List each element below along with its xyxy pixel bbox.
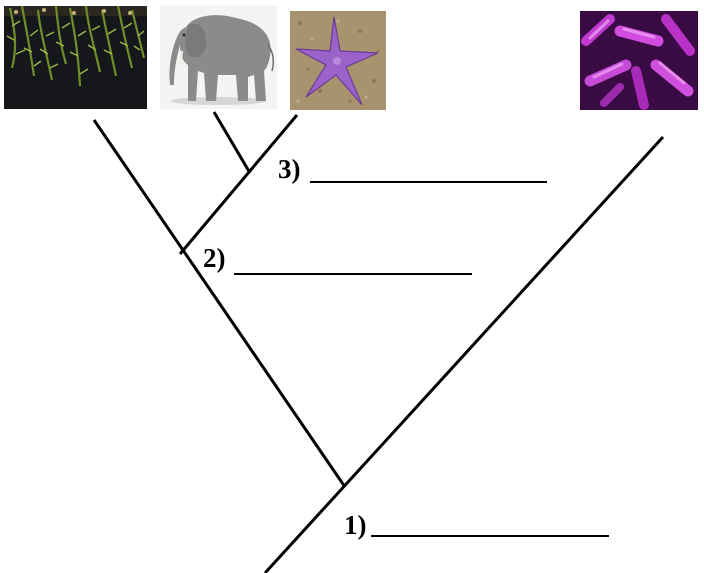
node-2-answer-blank[interactable] — [234, 273, 472, 275]
node-1-answer-blank[interactable] — [371, 535, 609, 537]
node-1-label: 1) — [344, 510, 367, 540]
bacteria-photo — [580, 11, 698, 110]
branch-elephant — [212, 111, 252, 174]
branch-plant — [92, 119, 347, 488]
plant-photo — [4, 6, 147, 109]
node-2-label: 2) — [203, 243, 226, 273]
node-3-label: 3) — [278, 154, 301, 184]
branch-starfish — [178, 114, 299, 255]
node-3-answer-blank[interactable] — [310, 181, 547, 183]
branch-bacteria-trunk — [263, 135, 665, 573]
elephant-photo — [160, 5, 277, 109]
starfish-photo — [290, 11, 386, 110]
